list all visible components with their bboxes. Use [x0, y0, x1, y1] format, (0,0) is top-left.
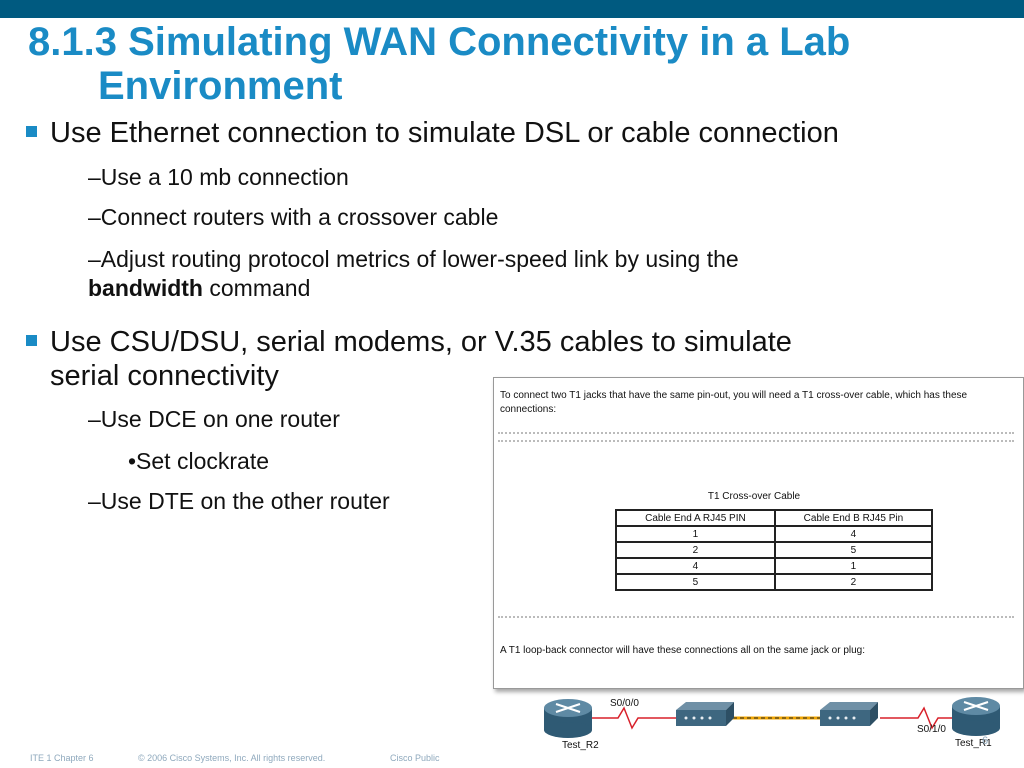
dotted-divider [498, 440, 1014, 442]
table-cell: 5 [615, 573, 776, 591]
sub-sub-bullet-clockrate: •Set clockrate [128, 448, 269, 474]
footer-classification: Cisco Public [390, 753, 440, 763]
bullet-csu-dsu-line2: serial connectivity [50, 360, 279, 392]
title-line-1: 8.1.3 Simulating WAN Connectivity in a L… [28, 20, 851, 64]
sub-bullet-crossover: –Connect routers with a crossover cable [88, 204, 499, 230]
right-port-label: S0/1/0 [917, 724, 946, 735]
footer-copyright: © 2006 Cisco Systems, Inc. All rights re… [138, 753, 326, 763]
sub-bullet-10mb: –Use a 10 mb connection [88, 164, 349, 190]
panel-intro-text: To connect two T1 jacks that have the sa… [500, 390, 968, 415]
dotted-divider [498, 432, 1014, 434]
bandwidth-keyword: bandwidth [88, 275, 203, 301]
slide-title: 8.1.3 Simulating WAN Connectivity in a L… [28, 20, 1008, 108]
loopback-text: A T1 loop-back connector will have these… [500, 645, 866, 656]
bullet-csu-dsu: Use CSU/DSU, serial modems, or V.35 cabl… [26, 325, 986, 393]
dotted-divider [498, 616, 1014, 618]
table-cell: 2 [615, 541, 776, 559]
csu-dsu-left-icon [676, 702, 734, 726]
table-cell: 4 [773, 525, 934, 543]
serial-link-right [880, 706, 952, 730]
table-title: T1 Cross-over Cable [707, 491, 801, 502]
right-router-label: Test_R1 [955, 738, 992, 749]
table-cell: 1 [773, 557, 934, 575]
square-bullet-icon [26, 126, 37, 137]
sub-bullet-dce: –Use DCE on one router [88, 406, 340, 432]
left-port-label: S0/0/0 [610, 698, 639, 709]
bullet-csu-dsu-line1: Use CSU/DSU, serial modems, or V.35 cabl… [50, 326, 792, 358]
sub-bullet-bandwidth-post: command [202, 275, 311, 301]
sub-bullet-dte: –Use DTE on the other router [88, 488, 390, 514]
sub-bullet-bandwidth-pre: –Adjust routing protocol metrics of lowe… [88, 246, 739, 272]
square-bullet-icon [26, 335, 37, 346]
table-cell: 5 [773, 541, 934, 559]
table-cell: 2 [773, 573, 934, 591]
network-diagram: S0/0/0 S0/1/0 Test_R2 Test_R1 [544, 697, 1000, 751]
left-router-label: Test_R2 [562, 740, 599, 751]
router-right-icon [952, 697, 1000, 736]
crossover-info-panel: To connect two T1 jacks that have the sa… [493, 377, 1024, 689]
title-line-2: Environment [98, 64, 343, 108]
serial-link-left [592, 706, 676, 730]
bullet-ethernet-text: Use Ethernet connection to simulate DSL … [50, 117, 839, 149]
csu-dsu-right-icon [820, 702, 878, 726]
sub-bullet-bandwidth: –Adjust routing protocol metrics of lowe… [88, 245, 988, 303]
header-end-b: Cable End B RJ45 Pin [773, 509, 934, 527]
crossover-table: Cable End A RJ45 PIN Cable End B RJ45 Pi… [615, 509, 934, 591]
page-number: 6 [982, 735, 989, 747]
top-bar [0, 0, 1024, 18]
table-cell: 1 [615, 525, 776, 543]
footer-chapter: ITE 1 Chapter 6 [30, 753, 94, 763]
router-left-icon [544, 699, 592, 738]
table-header-row: Cable End A RJ45 PIN Cable End B RJ45 Pi… [615, 509, 934, 527]
table-cell: 4 [615, 557, 776, 575]
bullet-ethernet: Use Ethernet connection to simulate DSL … [26, 116, 1006, 150]
header-end-a: Cable End A RJ45 PIN [615, 509, 776, 527]
